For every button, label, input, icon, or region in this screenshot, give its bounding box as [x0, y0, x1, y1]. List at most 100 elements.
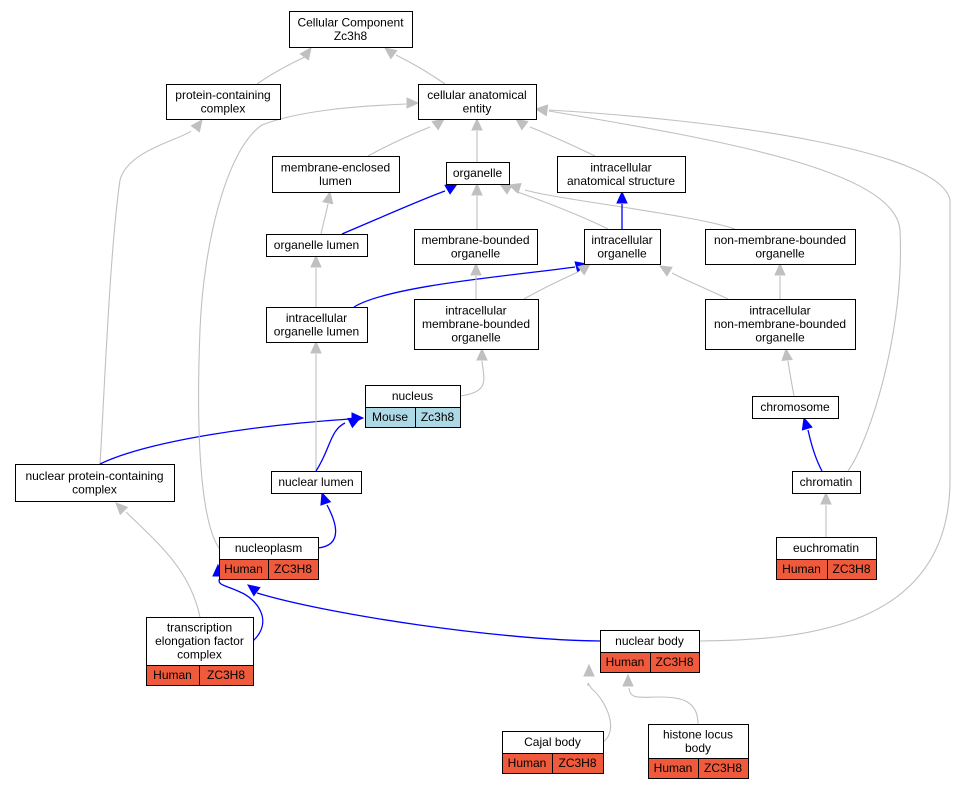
- edge-line: [125, 511, 201, 618]
- edge-membrane-bounded-organelle-to-organelle: [471, 182, 483, 229]
- edges-layer: [99, 47, 951, 743]
- node-label: organelle: [755, 331, 805, 345]
- node-box: [414, 299, 539, 350]
- node-organelle[interactable]: organelle: [446, 162, 510, 185]
- edge-nucleoplasm-to-nuclear-lumen: [317, 491, 337, 549]
- edge-arrowhead: [190, 119, 203, 133]
- gene-label: Zc3h8: [421, 410, 455, 424]
- node-box: [584, 229, 661, 265]
- edge-protein-containing-complex-to-cellular-component: [256, 47, 312, 85]
- node-box: [418, 84, 537, 120]
- edge-arrowhead: [384, 47, 398, 60]
- node-label: organelle: [755, 246, 805, 260]
- edge-arrowhead: [310, 254, 322, 268]
- node-label: non-membrane-bounded: [714, 233, 846, 247]
- edge-membrane-enclosed-lumen-to-cellular-anatomical-entity: [367, 118, 445, 157]
- node-box: [271, 471, 362, 494]
- edge-cellular-anatomical-entity-to-cellular-component: [384, 47, 446, 85]
- edge-line: [514, 190, 609, 230]
- edge-arrowhead: [470, 262, 482, 276]
- edge-arrowhead: [801, 416, 813, 431]
- edge-arrowhead: [658, 265, 673, 277]
- node-box: [705, 229, 856, 265]
- node-label: lumen: [319, 174, 352, 188]
- edge-cajal-body-to-nuclear-body: [583, 663, 612, 743]
- edge-chromatin-to-chromosome: [801, 416, 823, 472]
- edge-nucleoplasm-to-cellular-anatomical-entity: [198, 97, 420, 549]
- edge-arrowhead: [781, 347, 793, 362]
- node-box: [15, 464, 175, 502]
- edge-arrowhead: [310, 340, 322, 354]
- node-label: organelle lumen: [274, 324, 359, 338]
- edge-nuclear-lumen-to-intracellular-organelle-lumen: [310, 340, 322, 472]
- node-chromatin[interactable]: chromatin: [792, 471, 861, 494]
- node-label: organelle: [453, 166, 503, 180]
- node-label: cellular anatomical: [427, 88, 526, 102]
- edge-line: [198, 103, 407, 549]
- edge-arrowhead: [247, 584, 261, 597]
- node-label: Cellular Component: [297, 15, 404, 29]
- edge-line: [341, 190, 446, 235]
- edge-intracellular-anatomical-structure-to-cellular-anatomical-entity: [515, 118, 596, 157]
- gene-label: ZC3H8: [558, 756, 596, 770]
- edge-intracellular-membrane-bounded-organelle-to-intracellular-organelle: [523, 263, 591, 300]
- species-label: Human: [508, 756, 547, 770]
- edge-line: [317, 504, 337, 549]
- edge-arrowhead: [616, 190, 628, 204]
- node-chromosome[interactable]: chromosome: [752, 396, 839, 419]
- node-label: organelle: [451, 331, 501, 345]
- edge-arrowhead: [320, 491, 332, 506]
- edge-arrowhead: [515, 118, 529, 131]
- gene-label: ZC3H8: [274, 562, 312, 576]
- edge-arrowhead: [507, 182, 522, 194]
- edge-line: [353, 266, 576, 308]
- edge-line: [529, 126, 596, 157]
- node-label: nucleoplasm: [235, 541, 302, 555]
- gene-cell: [552, 753, 604, 774]
- edge-nucleus-to-intracellular-membrane-bounded-organelle: [459, 347, 488, 397]
- node-label: protein-containing: [175, 88, 270, 102]
- edge-transcription-elongation-factor-complex-to-nuclear-protein-containing-complex: [115, 502, 201, 618]
- node-nuclear-lumen[interactable]: nuclear lumen: [271, 471, 362, 494]
- node-label: elongation factor: [155, 634, 244, 648]
- edge-line: [395, 54, 446, 85]
- edge-euchromatin-to-chromatin: [820, 491, 832, 538]
- gene-cell: [415, 407, 461, 428]
- node-label: intracellular: [590, 160, 651, 174]
- node-box: [266, 234, 368, 257]
- edge-arrowhead: [820, 491, 832, 505]
- gene-cell: [268, 559, 319, 580]
- edge-line: [587, 682, 612, 743]
- node-organelle-lumen[interactable]: organelle lumen: [266, 234, 368, 257]
- node-intracellular-non-membrane-bounded-organelle[interactable]: intracellularnon-membrane-boundedorganel…: [705, 299, 856, 350]
- edge-line: [524, 189, 736, 230]
- node-label: organelle: [597, 246, 647, 260]
- node-box: [557, 156, 686, 193]
- species-label: Mouse: [372, 410, 408, 424]
- edge-chromosome-to-intracellular-non-membrane-bounded-organelle: [781, 347, 795, 397]
- species-label: Human: [153, 668, 192, 682]
- node-label: organelle lumen: [274, 238, 359, 252]
- edge-intracellular-non-membrane-bounded-organelle-to-intracellular-organelle: [658, 265, 729, 300]
- edge-arrowhead: [431, 118, 445, 131]
